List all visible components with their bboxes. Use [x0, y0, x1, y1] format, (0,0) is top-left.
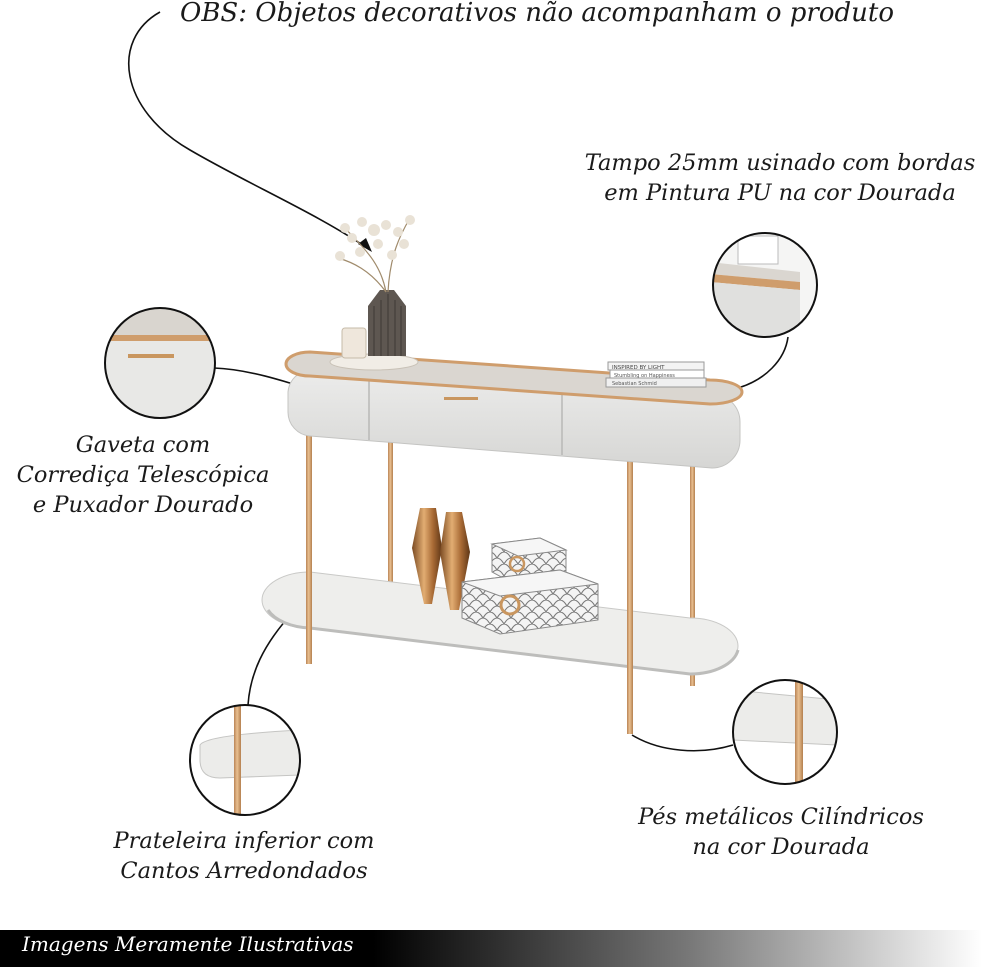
caption-line: em Pintura PU na cor Dourada	[604, 180, 956, 206]
detail-circle-top	[712, 232, 818, 338]
caption-line: Prateleira inferior com	[113, 828, 375, 854]
book-title: Stumbling on Happiness	[614, 373, 675, 379]
product-illustration: INSPIRED BY LIGHT Stumbling on Happiness…	[104, 11, 838, 816]
leader-arrowhead	[358, 238, 372, 252]
caption-lower-shelf: Prateleira inferior com Cantos Arredonda…	[90, 826, 398, 886]
caption-line: Pés metálicos Cilíndricos	[638, 804, 924, 830]
caption-line: Gaveta com	[75, 432, 211, 458]
caption-line: Tampo 25mm usinado com bordas	[584, 150, 976, 176]
book-title: INSPIRED BY LIGHT	[612, 365, 665, 371]
leader-leg	[631, 734, 734, 752]
caption-line: OBS: Objetos decorativos não acompanham …	[180, 0, 894, 28]
caption-top-surface: Tampo 25mm usinado com bordas em Pintura…	[578, 148, 982, 208]
leader-top	[737, 336, 789, 389]
caption-legs: Pés metálicos Cilíndricos na cor Dourada	[620, 802, 942, 862]
leader-decor	[128, 11, 371, 251]
caption-line: Corrediça Telescópica	[16, 462, 270, 488]
footer-bar	[0, 930, 982, 967]
caption-line: Cantos Arredondados	[120, 858, 368, 884]
footer-disclaimer: Imagens Meramente Ilustrativas	[22, 932, 354, 956]
caption-decor-notice: OBS: Objetos decorativos não acompanham …	[180, 0, 894, 28]
caption-line: e Puxador Dourado	[32, 492, 254, 518]
book-title: Sebastian Schmid	[612, 381, 657, 387]
leg-back-right	[690, 462, 695, 686]
detail-circle-drawer	[104, 307, 216, 419]
caption-line: na cor Dourada	[692, 834, 870, 860]
detail-circle-shelf	[189, 704, 301, 816]
shelf-boxes	[461, 537, 599, 635]
top-decor: INSPIRED BY LIGHT Stumbling on Happiness…	[329, 215, 707, 388]
leg-front-left	[306, 424, 312, 664]
drawer-handle	[444, 397, 478, 400]
caption-drawer: Gaveta com Corrediça Telescópica e Puxad…	[8, 430, 278, 520]
leg-front-right	[627, 456, 633, 734]
detail-circle-leg	[732, 679, 838, 785]
leg-back-left	[388, 438, 393, 628]
